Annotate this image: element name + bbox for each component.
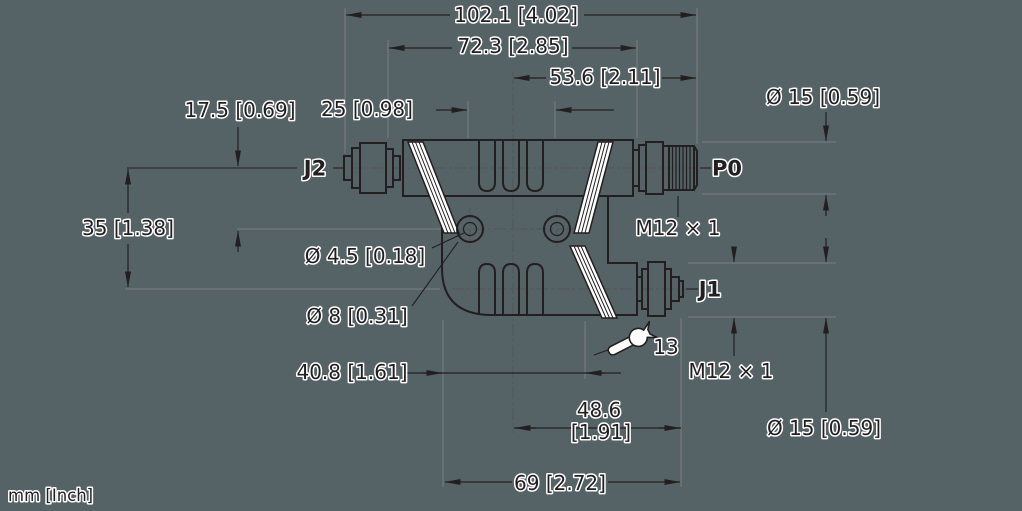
dim-48-6-inch: [1.91]: [571, 420, 631, 444]
dim-48-6-value: 48.6: [577, 398, 622, 422]
j2-connector: [343, 142, 401, 194]
mounting-hole-right: [543, 215, 571, 243]
dim-counterbore-dia: Ø 8 [0.31]: [306, 304, 407, 328]
top-ribs: [478, 141, 544, 193]
wrench-size: 13: [653, 335, 678, 359]
dim-dia15-top: Ø 15 [0.59]: [766, 85, 880, 109]
dim-53-6: 53.6 [2.11]: [549, 65, 660, 89]
dim-thread-j1: M12 × 1: [689, 359, 774, 383]
dim-35: 35 [1.38]: [82, 216, 174, 240]
label-j1: J1: [697, 277, 721, 301]
extension-lines: [125, 8, 836, 487]
p0-thread-lines: [671, 147, 691, 189]
units-note: mm [Inch]: [8, 486, 93, 505]
label-p0: P0: [712, 156, 742, 180]
dim-overall-length: 102.1 [4.02]: [454, 3, 578, 27]
dim-69: 69 [2.72]: [514, 471, 606, 495]
dim-40-8: 40.8 [1.61]: [296, 360, 407, 384]
dim-25: 25 [0.98]: [321, 97, 413, 121]
dimension-lines: [125, 12, 829, 485]
dim-thread-p0: M12 × 1: [636, 216, 721, 240]
bottom-ribs: [478, 262, 544, 314]
mounting-bracket: [441, 195, 638, 316]
dim-dia15-bottom: Ø 15 [0.59]: [767, 416, 881, 440]
leader-lines: [127, 167, 711, 307]
splitter-body: [343, 139, 698, 319]
dim-72-3: 72.3 [2.85]: [457, 34, 568, 58]
p0-connector: [632, 141, 698, 195]
label-j2: J2: [302, 156, 326, 180]
dim-hole-dia: Ø 4.5 [0.18]: [305, 244, 425, 268]
overmold-struts: [406, 141, 619, 319]
dimension-texts: 102.1 [4.02] 72.3 [2.85] 53.6 [2.11] 25 …: [7, 2, 883, 507]
dim-17-5: 17.5 [0.69]: [184, 98, 295, 122]
mounting-hole-left: [456, 215, 484, 243]
j1-connector: [636, 261, 684, 317]
p0-thread: [668, 145, 695, 191]
wrench-icon: [593, 320, 659, 356]
